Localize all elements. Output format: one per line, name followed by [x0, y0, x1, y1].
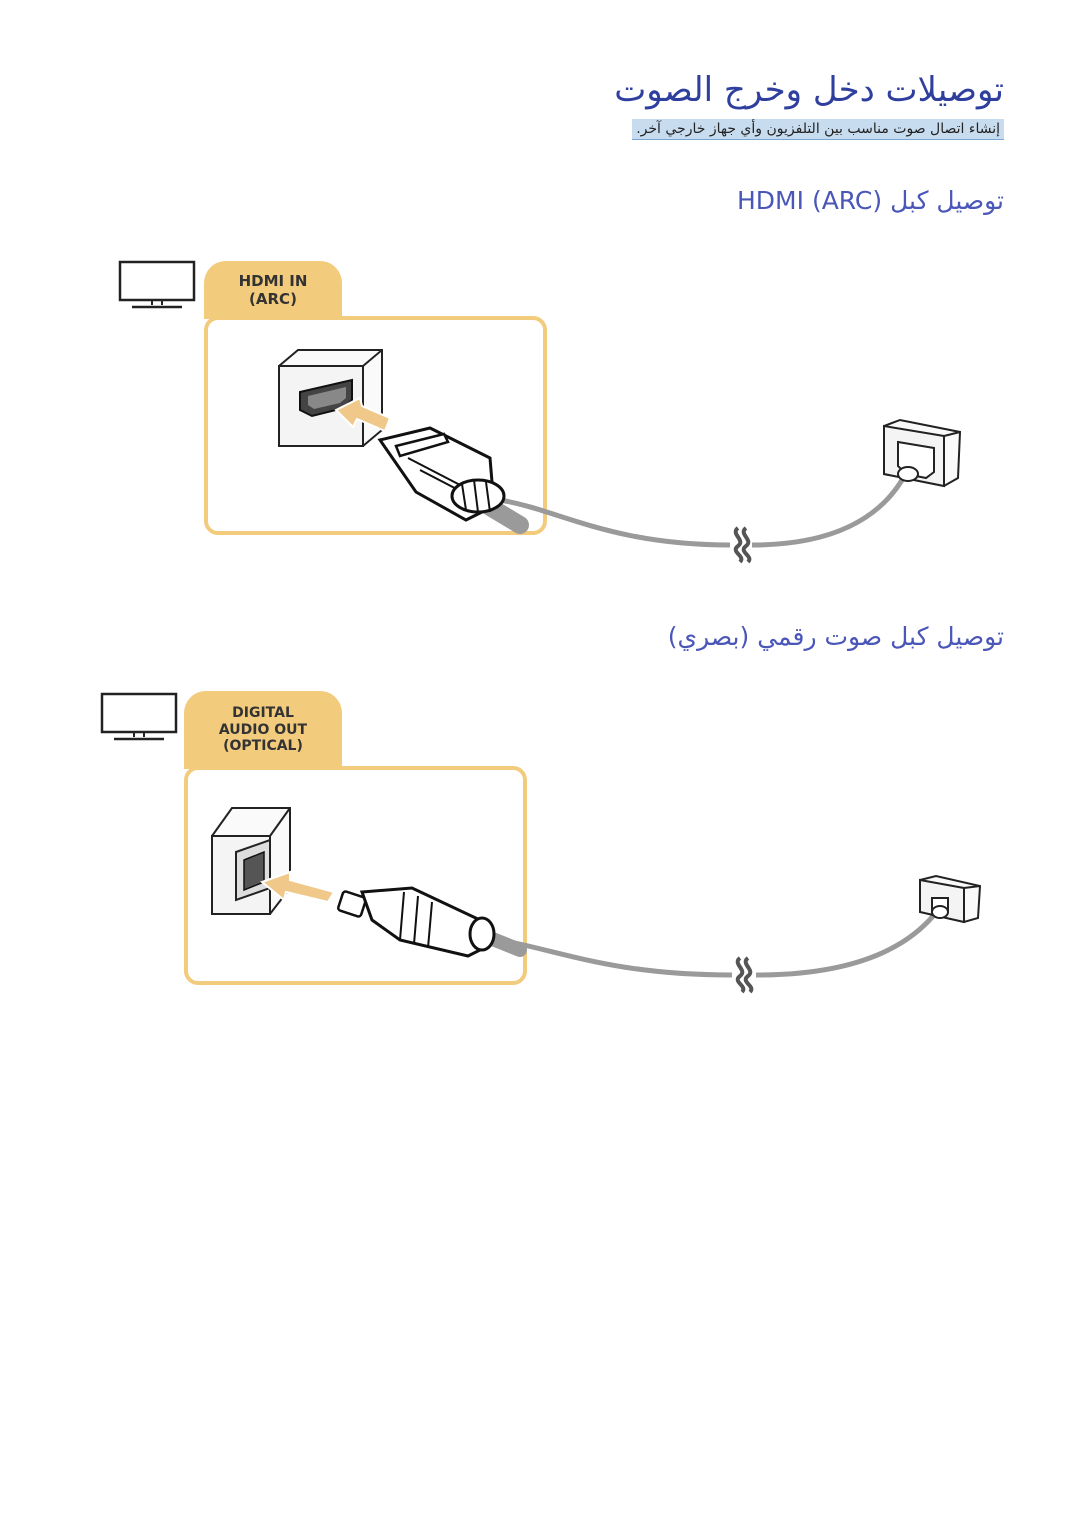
port-label-line: (ARC): [249, 290, 297, 308]
section-title-hdmi: توصيل كبل HDMI (ARC): [737, 186, 1004, 215]
cable-break-icon: [735, 956, 746, 994]
port-label-line: HDMI IN: [238, 272, 308, 290]
section-title-optical: توصيل كبل صوت رقمي (بصري): [667, 622, 1004, 651]
port-label-line: DIGITAL: [232, 704, 294, 721]
optical-port-icon: [211, 807, 291, 915]
insert-arrow-icon: [334, 396, 392, 433]
optical-cable: [489, 935, 733, 978]
external-hdmi-port-icon: [883, 418, 962, 488]
page-title: توصيلات دخل وخرج الصوت: [614, 70, 1004, 110]
tv-icon: [100, 692, 178, 741]
tv-icon: [118, 260, 196, 309]
insert-arrow-icon: [259, 870, 336, 904]
page-subtitle: إنشاء اتصال صوت مناسب بين التلفزيون وأي …: [632, 119, 1004, 140]
optical-plug-icon: [337, 886, 527, 958]
hdmi-plug-icon: [377, 426, 529, 534]
hdmi-cable: [499, 497, 731, 548]
port-label-optical: DIGITAL AUDIO OUT (OPTICAL): [184, 691, 342, 769]
port-label-line: AUDIO OUT: [218, 721, 308, 738]
port-label-line: (OPTICAL): [223, 738, 303, 755]
hdmi-cable: [751, 473, 908, 548]
cable-break-icon: [733, 526, 744, 564]
external-optical-port-icon: [919, 874, 982, 924]
hdmi-port-icon: [278, 349, 383, 447]
optical-cable: [755, 913, 936, 978]
port-label-hdmi-arc: HDMI IN (ARC): [204, 261, 342, 319]
